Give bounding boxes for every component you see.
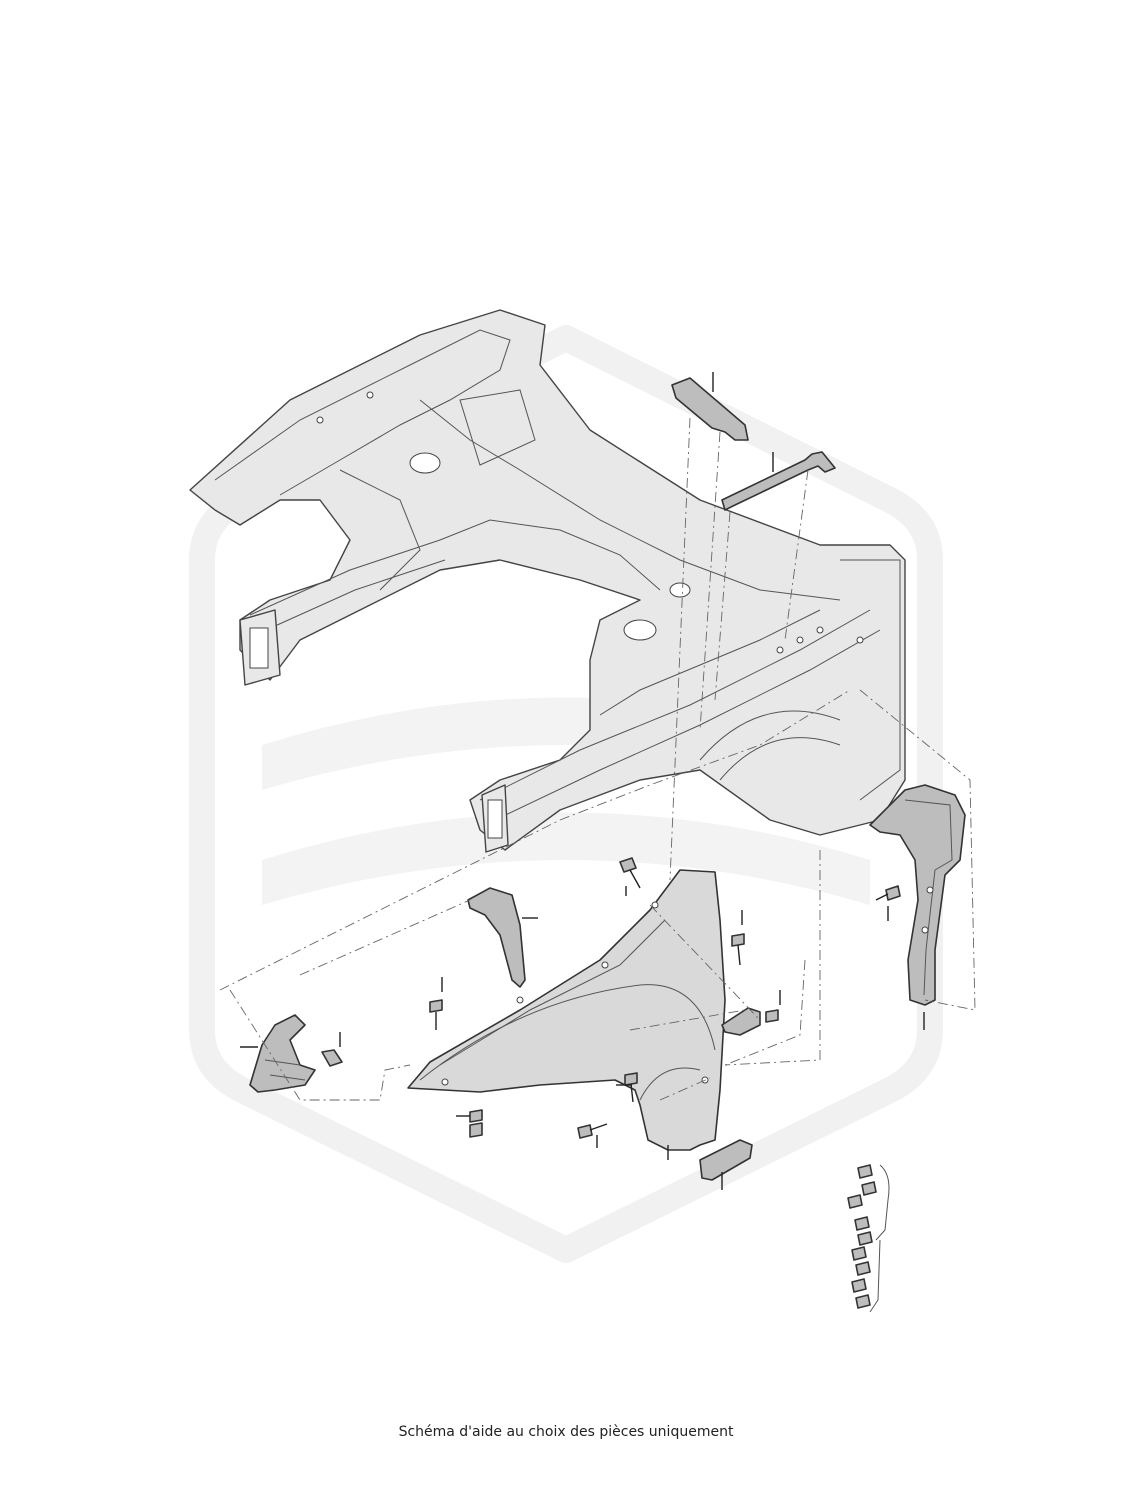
screw-icon: [321, 857, 901, 1139]
upper-bracket-icon: [671, 377, 836, 511]
body-shell-icon: [189, 309, 906, 853]
front-wing-icon: [407, 869, 726, 1151]
cover-plate-icon: [699, 1139, 753, 1181]
diagram-caption: Schéma d'aide au choix des pièces unique…: [398, 1424, 734, 1440]
wing-support-icon: [467, 887, 526, 988]
fastener-set-icon: [847, 1164, 890, 1313]
lower-bracket-icon: [249, 1014, 316, 1093]
hinge-bracket-icon: [721, 1007, 761, 1036]
wheel-arch-liner-icon: [869, 784, 966, 1006]
assembly-lines: [219, 417, 976, 1101]
